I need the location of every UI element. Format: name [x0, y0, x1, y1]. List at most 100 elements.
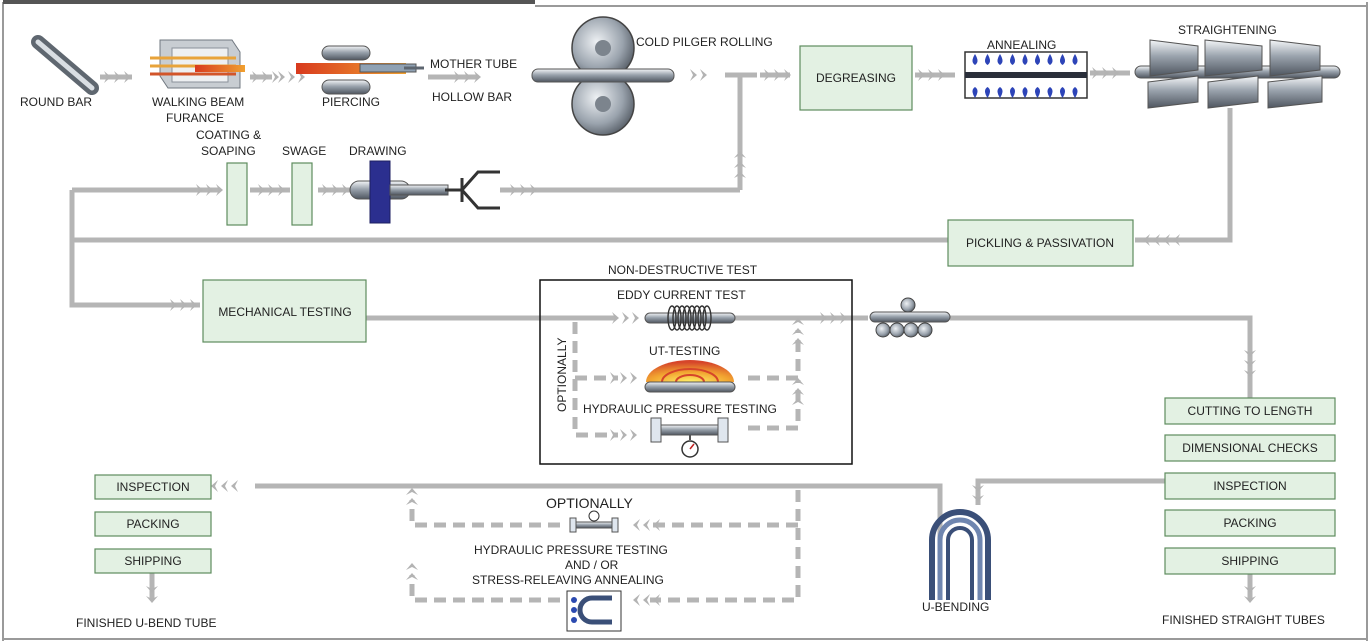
flow-chevrons: [104, 67, 1256, 606]
flow-chevron: [272, 71, 279, 83]
coating-label-2: SOAPING: [201, 144, 256, 158]
flame-drop: [1010, 54, 1015, 65]
coil-loop: [677, 305, 687, 331]
swage-box: [291, 162, 313, 226]
flow-chevron: [322, 184, 329, 196]
flow-chevron: [630, 372, 637, 384]
flow-chevron: [288, 71, 295, 83]
flow-chevron: [784, 69, 791, 81]
piercing-mill-icon: [296, 45, 424, 95]
flow-chevron: [630, 429, 637, 441]
flame-drop: [1035, 54, 1040, 65]
ndt-frame: [539, 279, 853, 465]
flame-drop: [972, 54, 978, 65]
flow-chevron: [190, 299, 197, 311]
flow-chevron: [792, 398, 804, 405]
flame-drop: [1010, 87, 1015, 98]
flow-chevron: [774, 69, 781, 81]
flow-chevron: [221, 480, 228, 492]
u-bend-tube-icon: [929, 509, 991, 600]
coil-loop: [687, 305, 697, 331]
flow-chevron: [734, 161, 746, 168]
flow-chevron: [406, 573, 418, 580]
cutting-box: CUTTING TO LENGTH: [1164, 397, 1336, 425]
flame-drop: [1022, 54, 1028, 65]
mechanical-testing-label: MECHANICAL TESTING: [218, 305, 351, 319]
flow-chevron: [632, 312, 639, 324]
flow-chevron: [792, 338, 804, 345]
flow-chevron: [278, 184, 285, 196]
coating-box: [226, 162, 248, 226]
pickling-label: PICKLING & PASSIVATION: [966, 236, 1114, 250]
flow-chevron: [124, 71, 131, 83]
degreasing-label: DEGREASING: [816, 71, 896, 85]
flow-chevron: [1244, 586, 1256, 593]
finished-straight-label: FINISHED STRAIGHT TUBES: [1162, 613, 1325, 627]
shipping-right-box: SHIPPING: [1164, 547, 1336, 575]
annealing-furnace-icon: [964, 51, 1088, 99]
inspection-left-label: INSPECTION: [116, 480, 189, 494]
flow-chevron: [972, 485, 984, 492]
cold-pilger-label: COLD PILGER ROLLING: [636, 35, 773, 49]
hydraulic-bottom-label-3: STRESS-RELEAVING ANNEALING: [472, 573, 664, 587]
optionally-bottom-label: OPTIONALLY: [546, 495, 634, 511]
optionally-vertical-label: OPTIONALLY: [555, 338, 569, 412]
flow-chevron: [406, 563, 418, 570]
flow-chevron: [1112, 67, 1119, 79]
coil-loop: [682, 305, 692, 331]
flow-chevron: [928, 69, 935, 81]
hydraulic-bottom-label-1: HYDRAULIC PRESSURE TESTING: [474, 543, 668, 557]
flow-chevron: [1143, 234, 1150, 246]
swage-label: SWAGE: [282, 144, 326, 158]
flame-drop: [1047, 87, 1053, 98]
coil-loop: [692, 305, 702, 331]
flow-chevron: [792, 328, 804, 335]
flame-drop: [1072, 87, 1078, 98]
flame-drop: [1022, 87, 1028, 98]
drawing-label: DRAWING: [349, 144, 407, 158]
coil-loop: [672, 305, 682, 331]
flow-chevron: [454, 71, 461, 83]
flow-chevron: [792, 388, 804, 395]
flow-chevron: [196, 184, 203, 196]
flow-chevron: [734, 151, 746, 158]
flow-chevron: [820, 312, 827, 324]
flow-chevron: [1244, 360, 1256, 367]
packing-left-box: PACKING: [94, 511, 212, 537]
piercing-label: PIERCING: [322, 95, 380, 109]
coating-label-1: COATING &: [196, 128, 261, 142]
flow-chevron: [252, 71, 259, 83]
flow-chevron: [1244, 596, 1256, 603]
flow-chevron: [653, 594, 660, 606]
flow-chevron: [268, 184, 275, 196]
flow-chevron: [1163, 234, 1170, 246]
tube-rollers-icon: [869, 297, 951, 338]
flow-chevron: [633, 519, 640, 531]
flow-chevron: [643, 519, 650, 531]
hydraulic-test-label: HYDRAULIC PRESSURE TESTING: [583, 402, 777, 416]
flow-chevron: [1244, 350, 1256, 357]
flow-chevron: [464, 71, 471, 83]
flame-drop: [1047, 54, 1053, 65]
drawing-tongs-icon: [445, 170, 500, 210]
finished-ubend-label: FINISHED U-BEND TUBE: [76, 616, 216, 630]
annealing-label: ANNEALING: [987, 38, 1056, 52]
shipping-left-label: SHIPPING: [124, 554, 181, 568]
flow-chevron: [146, 586, 158, 593]
flow-chevron: [643, 594, 650, 606]
flow-chevron: [653, 519, 660, 531]
flow-chevron: [690, 69, 697, 81]
flow-chevron: [792, 318, 804, 325]
ndt-title: NON-DESTRUCTIVE TEST: [608, 263, 758, 277]
flow-chevron: [918, 69, 925, 81]
flow-chevron: [146, 596, 158, 603]
flow-chevron: [830, 312, 837, 324]
flame-drop: [1060, 54, 1065, 65]
drawing-die-icon: [349, 160, 449, 224]
round-bar-icon: [31, 35, 99, 95]
hollow-bar-label: HOLLOW BAR: [432, 90, 512, 104]
flow-chevron: [262, 71, 269, 83]
flame-drop: [1060, 87, 1065, 98]
flow-chevron: [610, 429, 617, 441]
